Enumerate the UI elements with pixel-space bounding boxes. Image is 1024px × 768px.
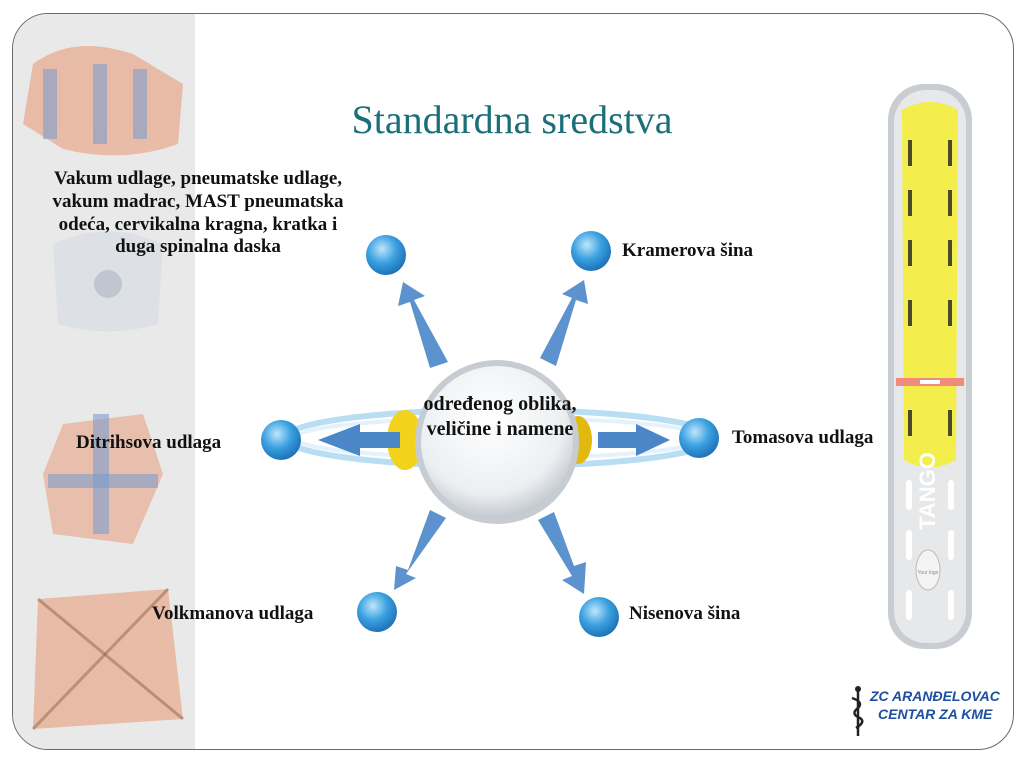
caduceus-icon	[851, 686, 864, 736]
cervical-collar-image	[53, 231, 163, 332]
yellow-pad-left	[387, 410, 423, 470]
node-left	[261, 420, 301, 460]
node-bottom-right	[579, 597, 619, 637]
logo-line-2: CENTAR ZA KME	[878, 706, 993, 722]
slide-title: Standardna sredstva	[351, 97, 673, 142]
hub-circle	[421, 366, 573, 518]
arrow-bottom-right	[538, 512, 586, 594]
stretcher-brand: TANGO	[915, 452, 940, 530]
arm-splint-image	[43, 414, 163, 544]
arrow-left	[318, 424, 400, 456]
label-bottom-left: Volkmanova udlaga	[152, 603, 314, 624]
arrow-top-right	[540, 280, 588, 366]
vacuum-mattress-image	[31, 587, 184, 731]
side-image-panel	[13, 14, 195, 749]
node-right	[679, 418, 719, 458]
hub-label: određenog oblika, veličine i namene	[423, 393, 577, 440]
logo-line-1: ZC ARANĐELOVAC	[870, 688, 1000, 704]
node-top-left	[366, 235, 406, 275]
label-left: Ditrihsova udlaga	[76, 432, 222, 453]
yellow-padding	[902, 102, 958, 468]
label-right: Tomasova udlaga	[732, 427, 874, 448]
node-bottom-left	[357, 592, 397, 632]
spine-board-image: TANGO Your logo	[888, 84, 972, 649]
node-top-right	[571, 231, 611, 271]
slide-frame	[12, 13, 1014, 750]
stretcher-logo-text: Your logo	[918, 570, 939, 576]
label-top-left: Vakum udlage, pneumatske udlage, vakum m…	[52, 168, 344, 258]
arrow-bottom-left	[394, 510, 446, 590]
arrow-top-left	[398, 282, 448, 368]
label-bottom-right: Nisenova šina	[629, 603, 741, 624]
label-top-right: Kramerova šina	[622, 240, 754, 261]
vacuum-splint-leg-image	[23, 46, 183, 156]
arrow-right	[598, 424, 670, 456]
